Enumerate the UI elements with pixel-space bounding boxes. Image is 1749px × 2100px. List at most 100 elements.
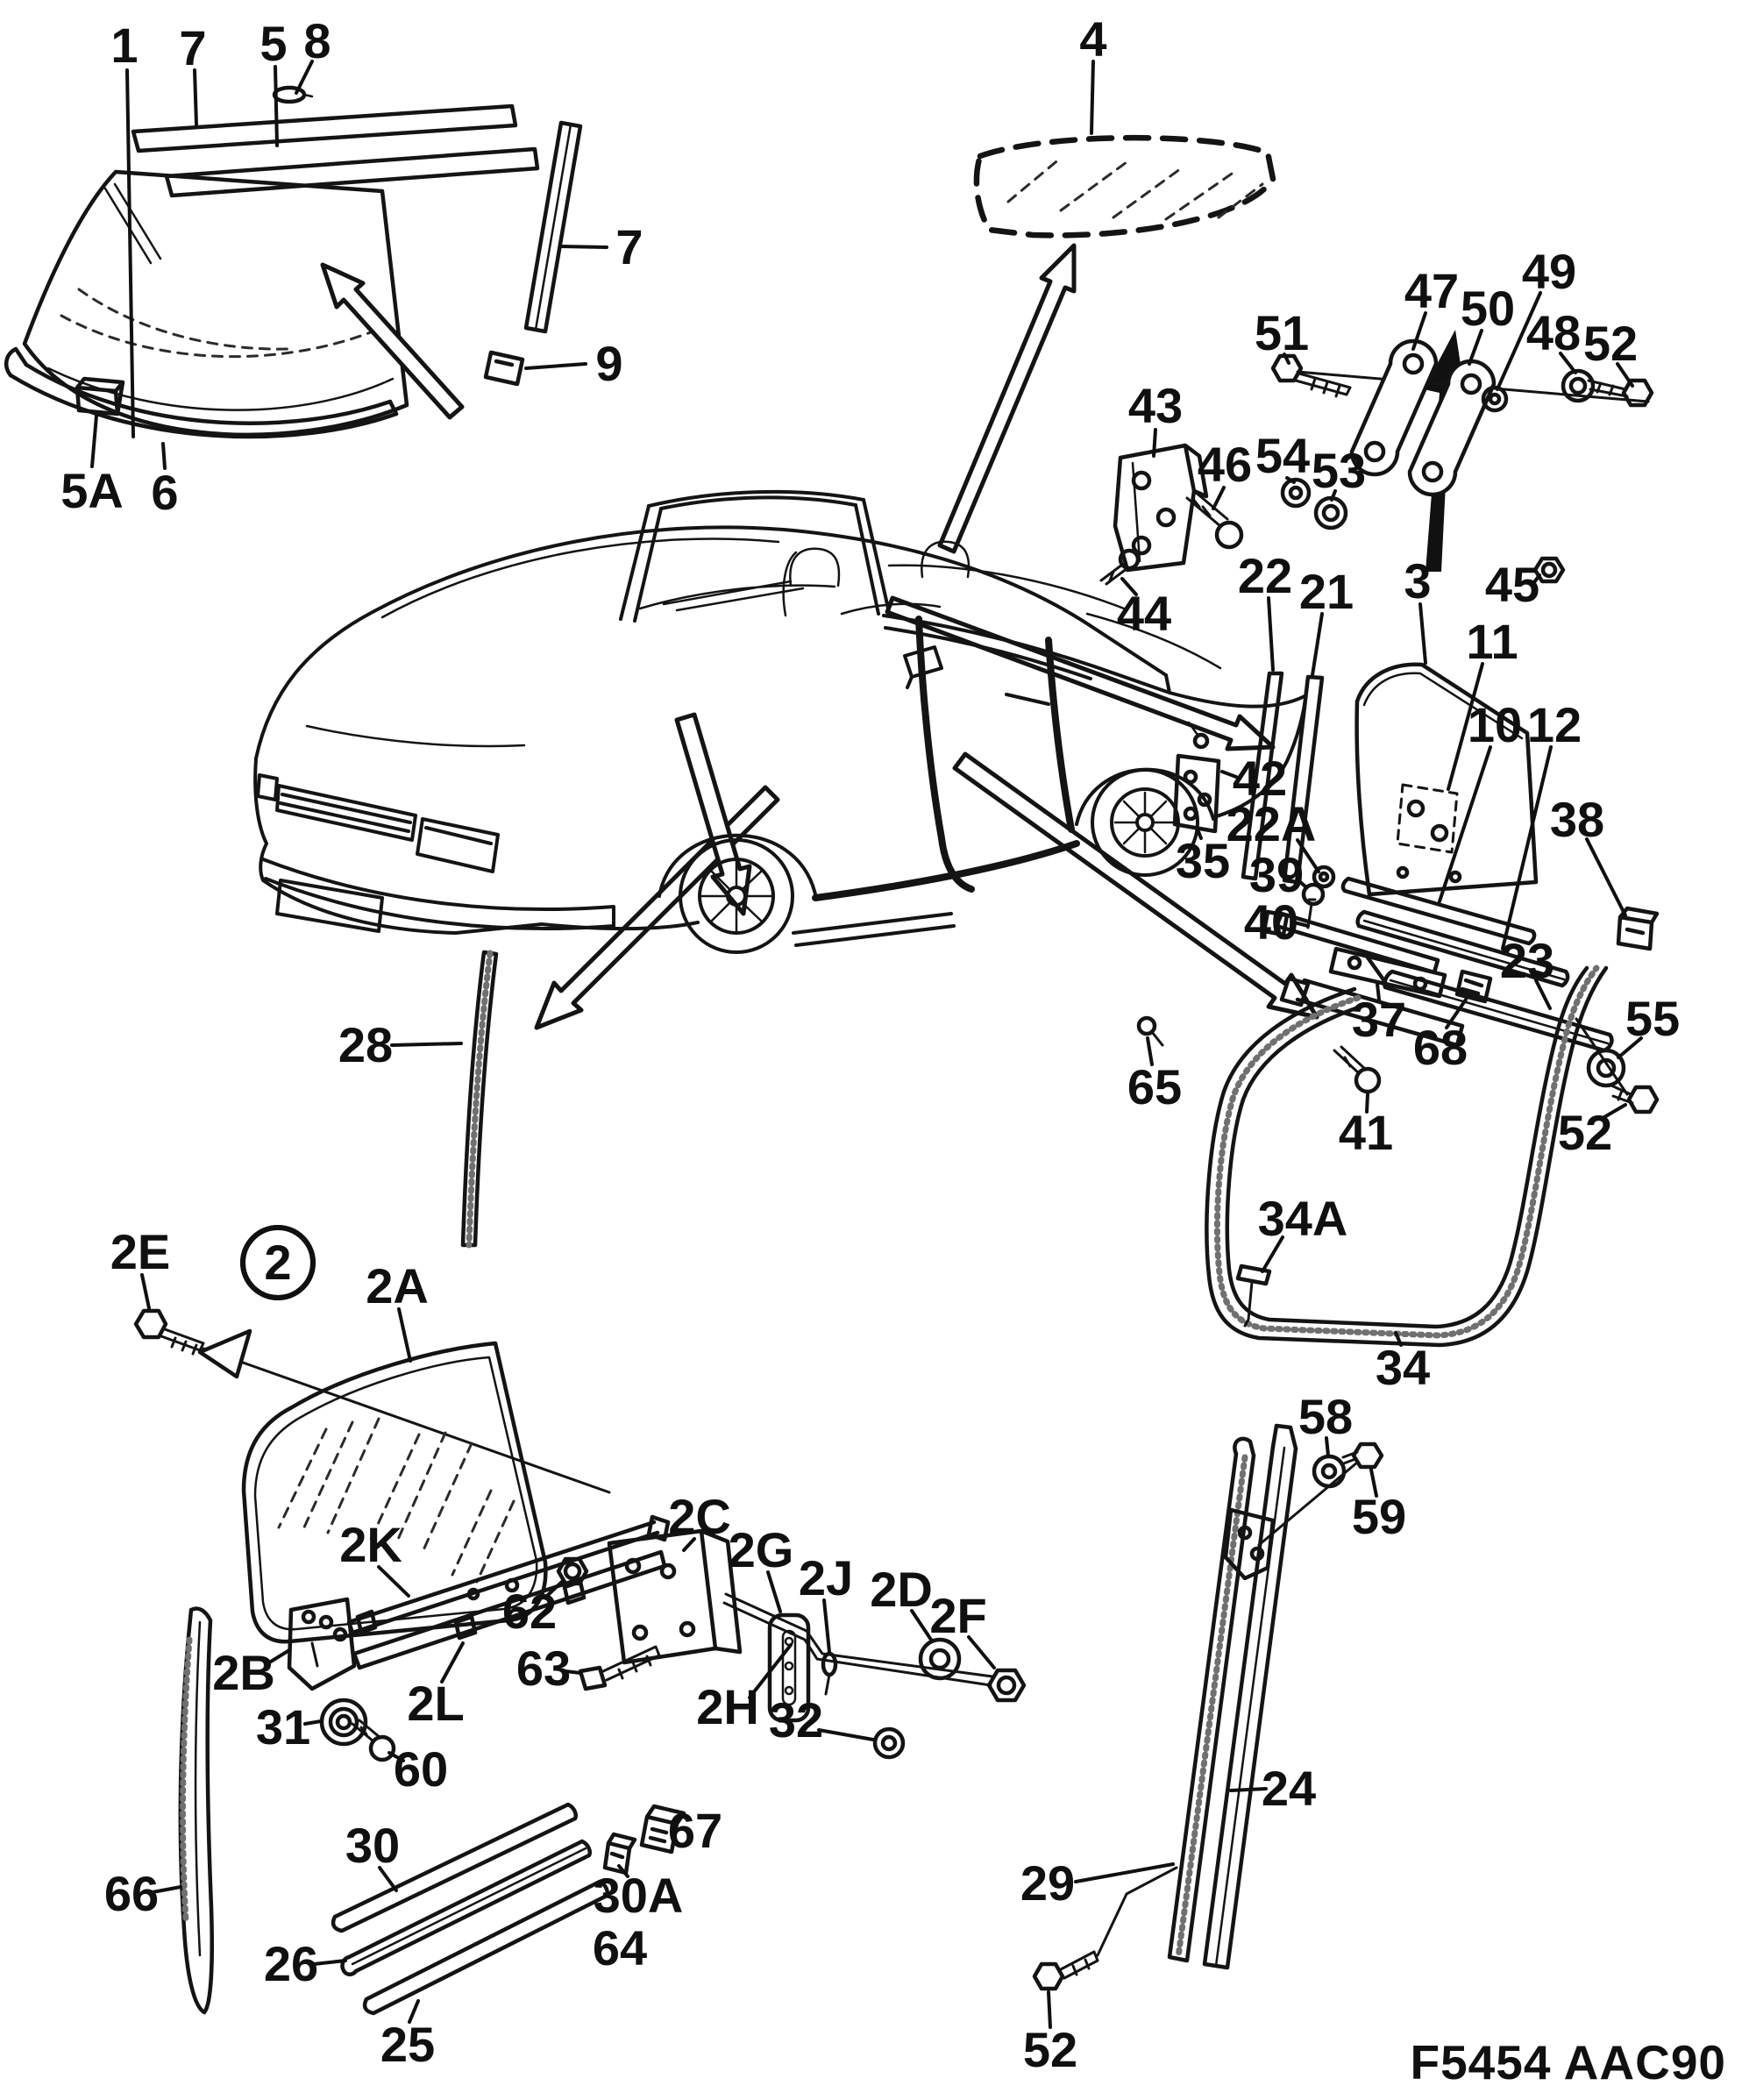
roller-bushing-31 (319, 1698, 368, 1747)
leader-line-2D (910, 1609, 933, 1641)
leader-line-42 (1220, 770, 1238, 779)
callout-2D: 2D (870, 1562, 933, 1617)
vent-glass-3 (1354, 662, 1539, 897)
callout-11: 11 (1466, 614, 1518, 669)
leader-line-21 (1311, 612, 1324, 677)
callout-8: 8 (303, 13, 331, 68)
leader-line-7 (193, 68, 198, 126)
leader-line-46 (1212, 486, 1226, 510)
cover-plate-47 (1349, 338, 1439, 477)
sill-rail-37 (1279, 946, 1465, 1048)
soft-top-rear-window-4 (973, 134, 1276, 238)
arrow-to-rear-window-icon (937, 243, 1077, 554)
callout-30: 30 (345, 1818, 400, 1873)
bushing-48 (1561, 368, 1596, 403)
callout-35: 35 (1176, 833, 1230, 888)
callout-51: 51 (1255, 305, 1309, 360)
leader-line-43 (1152, 428, 1157, 458)
channel-bracket (1223, 1461, 1359, 1581)
callout-5A: 5A (60, 463, 124, 518)
callout-39: 39 (1249, 847, 1304, 902)
callout-2C: 2C (668, 1489, 731, 1544)
leader-line-6 (161, 442, 167, 470)
glass-run-strip-10 (1340, 876, 1537, 946)
clip-68 (1454, 969, 1493, 1004)
callout-29: 29 (1020, 1855, 1075, 1911)
leader-line-26 (312, 1959, 347, 1966)
leader-line-25 (408, 1999, 420, 2024)
leader-line-53 (1330, 489, 1337, 502)
callout-44: 44 (1117, 586, 1171, 641)
screw-60 (351, 1719, 396, 1762)
leader-line-65 (1146, 1036, 1154, 1066)
callout-7: 7 (179, 20, 206, 75)
washer-49 (1481, 385, 1509, 413)
leader-line-44 (1120, 577, 1138, 596)
leader-line-4 (1090, 60, 1095, 135)
leader-line-34 (1394, 1331, 1403, 1347)
leader-line-51 (1283, 352, 1290, 365)
leader-line-35 (1196, 828, 1203, 840)
callout-3: 3 (1404, 553, 1431, 609)
leader-line-2J (822, 1598, 831, 1654)
leader-line-52 (1603, 1103, 1627, 1119)
callout-53: 53 (1312, 443, 1366, 498)
leader-line-62 (545, 1579, 565, 1598)
guide-2g (767, 1612, 811, 1723)
grommet-22a (1312, 865, 1336, 889)
callout-7: 7 (615, 219, 643, 274)
callout-1: 1 (110, 18, 138, 73)
leader-line-2A (397, 1307, 412, 1363)
callout-60: 60 (394, 1741, 448, 1797)
leader-line-1 (125, 68, 135, 438)
callout-62: 62 (502, 1584, 557, 1639)
callout-2J: 2J (799, 1550, 853, 1605)
callout-59: 59 (1352, 1489, 1406, 1544)
leader-line-55 (1617, 1036, 1643, 1059)
callout-66: 66 (104, 1866, 159, 1921)
bushing-2d (918, 1637, 962, 1681)
belt-strip-30 (331, 1802, 578, 1933)
callout-52: 52 (1558, 1105, 1612, 1160)
leader-line-38 (1585, 837, 1627, 917)
stop-block-5a (75, 376, 125, 416)
windshield-upper-molding (131, 103, 518, 153)
leader-line-52 (1616, 362, 1634, 388)
callout-34: 34 (1376, 1340, 1430, 1395)
callout-64: 64 (593, 1920, 647, 1975)
bracket-35-42 (1172, 721, 1221, 834)
leader-line-8 (295, 60, 314, 95)
bracket-11 (1396, 783, 1459, 854)
rivet-65 (1136, 1015, 1164, 1047)
callout-65: 65 (1127, 1059, 1182, 1114)
glass-run-channel-24 (1202, 1423, 1298, 1970)
leader-line-22 (1267, 596, 1275, 672)
leader-line-40 (1292, 921, 1310, 928)
front-sealing-strip-28 (460, 950, 499, 1249)
washer-58 (1312, 1454, 1347, 1489)
belt-channel-26 (340, 1839, 592, 1976)
leader-line-2L (440, 1641, 465, 1684)
callout-50: 50 (1461, 281, 1515, 336)
clip-67 (639, 1804, 686, 1854)
belt-strip-25 (362, 1879, 609, 2016)
leader-line-60 (387, 1751, 405, 1762)
leader-line-67 (670, 1829, 678, 1834)
bolt-2e (133, 1308, 611, 1494)
leader-line-47 (1411, 311, 1427, 351)
screw-39 (1301, 882, 1326, 929)
bolt-52-upper (1587, 378, 1654, 408)
callout-2G: 2G (729, 1522, 794, 1577)
seal-pin-34a (1235, 1264, 1272, 1328)
callout-23: 23 (1500, 933, 1554, 988)
callout-24: 24 (1262, 1761, 1316, 1816)
leader-line-5 (274, 65, 279, 147)
callout-43: 43 (1128, 378, 1183, 433)
windshield-inner-molding (164, 146, 540, 198)
callout-68: 68 (1413, 1020, 1468, 1075)
callout-2: 2 (264, 1235, 291, 1290)
leader-line-5A (90, 414, 98, 468)
leader-line-29 (1074, 1862, 1175, 1883)
screw-46 (1185, 489, 1244, 550)
